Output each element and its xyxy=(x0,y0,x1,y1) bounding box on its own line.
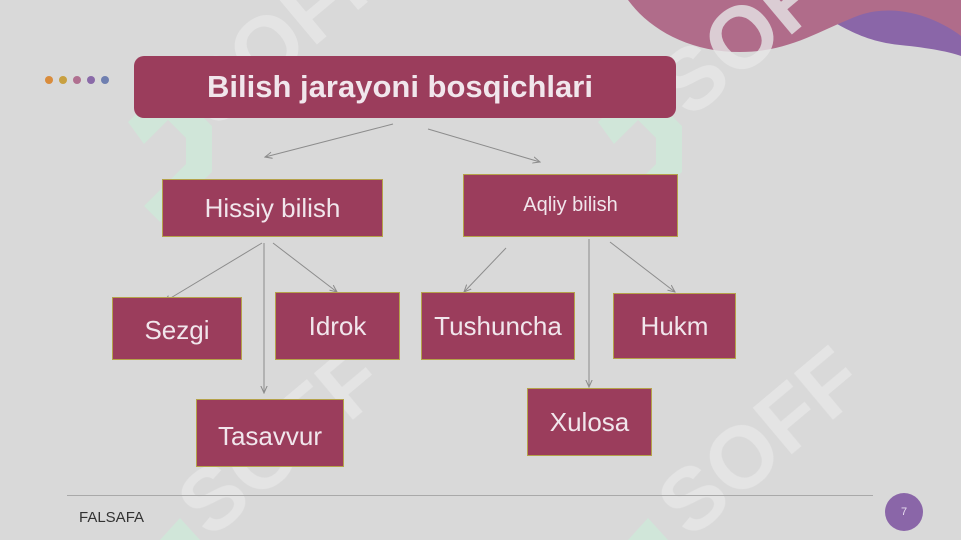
dot-blue xyxy=(101,76,109,84)
arrow-hissiy-to-sezgi xyxy=(164,242,263,302)
node-sezgi: Sezgi xyxy=(112,297,242,360)
node-aqliy-bilish-label: Aqliy bilish xyxy=(523,194,618,216)
node-tushuncha: Tushuncha xyxy=(421,292,575,360)
arrow-aqliy-to-tushuncha xyxy=(464,247,507,292)
dot-rose xyxy=(73,76,81,84)
node-sezgi-label: Sezgi xyxy=(144,315,210,345)
node-tasavvur: Tasavvur xyxy=(196,399,344,467)
page-number: 7 xyxy=(900,506,908,518)
node-hissiy-bilish: Hissiy bilish xyxy=(162,179,383,237)
dot-orange xyxy=(45,76,53,84)
node-hukm: Hukm xyxy=(613,293,736,359)
corner-wave-pink xyxy=(628,0,961,52)
dot-gold xyxy=(59,76,67,84)
footer-label: FALSAFA xyxy=(79,509,145,526)
arrow-title-to-hissiy xyxy=(265,123,394,157)
arrow-aqliy-to-hukm xyxy=(609,241,675,292)
node-tasavvur-label: Tasavvur xyxy=(217,420,323,451)
node-xulosa: Xulosa xyxy=(527,388,652,456)
decorative-dots xyxy=(45,76,109,84)
arrow-hissiy-to-idrok xyxy=(272,242,337,292)
slide-title: Bilish jarayoni bosqichlari xyxy=(207,69,593,104)
node-xulosa-label: Xulosa xyxy=(549,406,630,437)
watermark-logo-bottom xyxy=(160,518,668,540)
node-hukm-label: Hukm xyxy=(640,310,709,341)
arrow-title-to-aqliy xyxy=(427,128,540,162)
node-idrok-label: Idrok xyxy=(308,310,367,341)
page-number-badge: 7 xyxy=(885,493,923,531)
footer-divider xyxy=(67,495,873,496)
node-tushuncha-label: Tushuncha xyxy=(434,310,562,341)
dot-purple xyxy=(87,76,95,84)
node-hissiy-bilish-label: Hissiy bilish xyxy=(204,192,341,223)
slide-title-box: Bilish jarayoni bosqichlari xyxy=(134,56,676,118)
node-aqliy-bilish: Aqliy bilish xyxy=(463,174,678,237)
node-idrok: Idrok xyxy=(275,292,400,360)
